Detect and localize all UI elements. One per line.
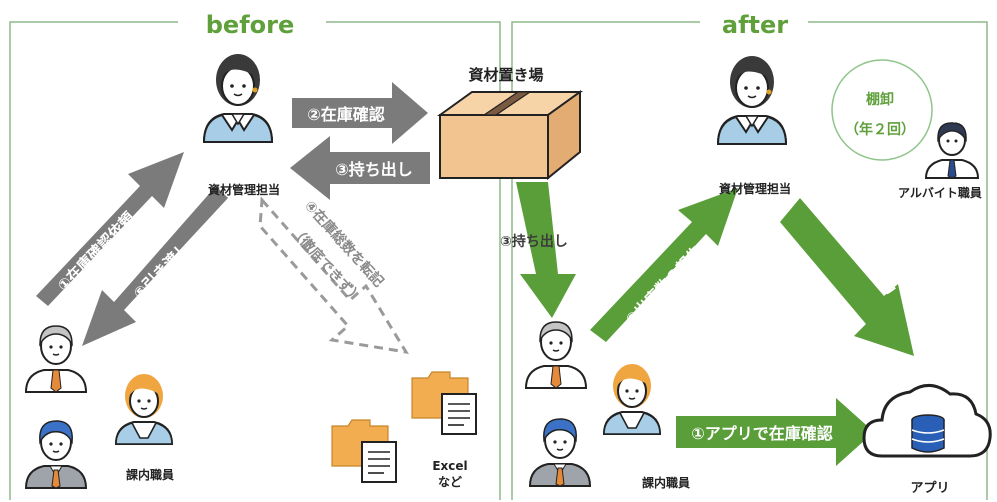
after-title: after: [722, 11, 788, 39]
before-arrow-2: ②在庫確認: [292, 82, 428, 144]
before-staff-2-avatar: [115, 373, 173, 445]
after-arrow-4: ④出庫数の入力: [780, 198, 914, 356]
inventory-label-1: 棚卸: [866, 91, 894, 108]
storage-box-icon: [436, 90, 584, 181]
after-staff-2-avatar: [603, 363, 661, 435]
inventory-label-2: （年２回）: [845, 121, 915, 138]
before-manager-avatar: [203, 53, 273, 143]
inventory-circle: [831, 59, 933, 161]
before-staff-1-avatar: [25, 325, 87, 393]
before-arrow-2-label: ②在庫確認: [307, 105, 385, 124]
after-staff-3-avatar: [529, 417, 591, 487]
before-manager-label: 資材管理担当: [208, 182, 280, 197]
before-arrow-5: ⑤引き渡し: [82, 186, 228, 346]
after-manager-label: 資材管理担当: [719, 181, 791, 196]
before-staff-3-avatar: [25, 419, 87, 489]
parttime-label: アルバイト職員: [898, 185, 982, 200]
before-arrow-3-label: ③持ち出し: [335, 160, 413, 179]
before-panel-frame: [9, 21, 501, 500]
after-panel-frame: [511, 21, 988, 500]
storage-label: 資材置き場: [468, 66, 543, 84]
before-arrow-4-dashed: ④在庫総数を転記 （徹底できず）: [258, 196, 409, 355]
app-label: アプリ: [910, 481, 949, 496]
after-manager-avatar: [717, 55, 787, 145]
after-arrow-3: ③持ち出し: [500, 182, 576, 318]
excel-label-1: Excel: [432, 459, 467, 473]
after-arrow-2: ②出庫数の報告: [590, 188, 738, 342]
before-arrow-5-label: ⑤引き渡し: [130, 238, 193, 303]
after-arrow-3-label: ③持ち出し: [500, 233, 568, 250]
after-arrow-1: ①アプリで在庫確認: [676, 398, 874, 466]
after-arrow-1-label: ①アプリで在庫確認: [691, 424, 833, 443]
excel-label-2: など: [438, 475, 462, 489]
folder-icon-1: [411, 371, 477, 435]
cloud-database-icon: [862, 384, 992, 458]
after-staff-1-avatar: [525, 321, 587, 389]
parttime-avatar: [925, 121, 979, 179]
before-arrow-1-label: ①在庫確認依頼: [54, 208, 139, 295]
before-title: before: [206, 11, 295, 39]
folder-icon-2: [331, 419, 397, 483]
before-staff-label: 課内職員: [126, 467, 174, 482]
after-staff-label: 課内職員: [642, 475, 690, 490]
before-arrow-3: ③持ち出し: [290, 136, 430, 200]
